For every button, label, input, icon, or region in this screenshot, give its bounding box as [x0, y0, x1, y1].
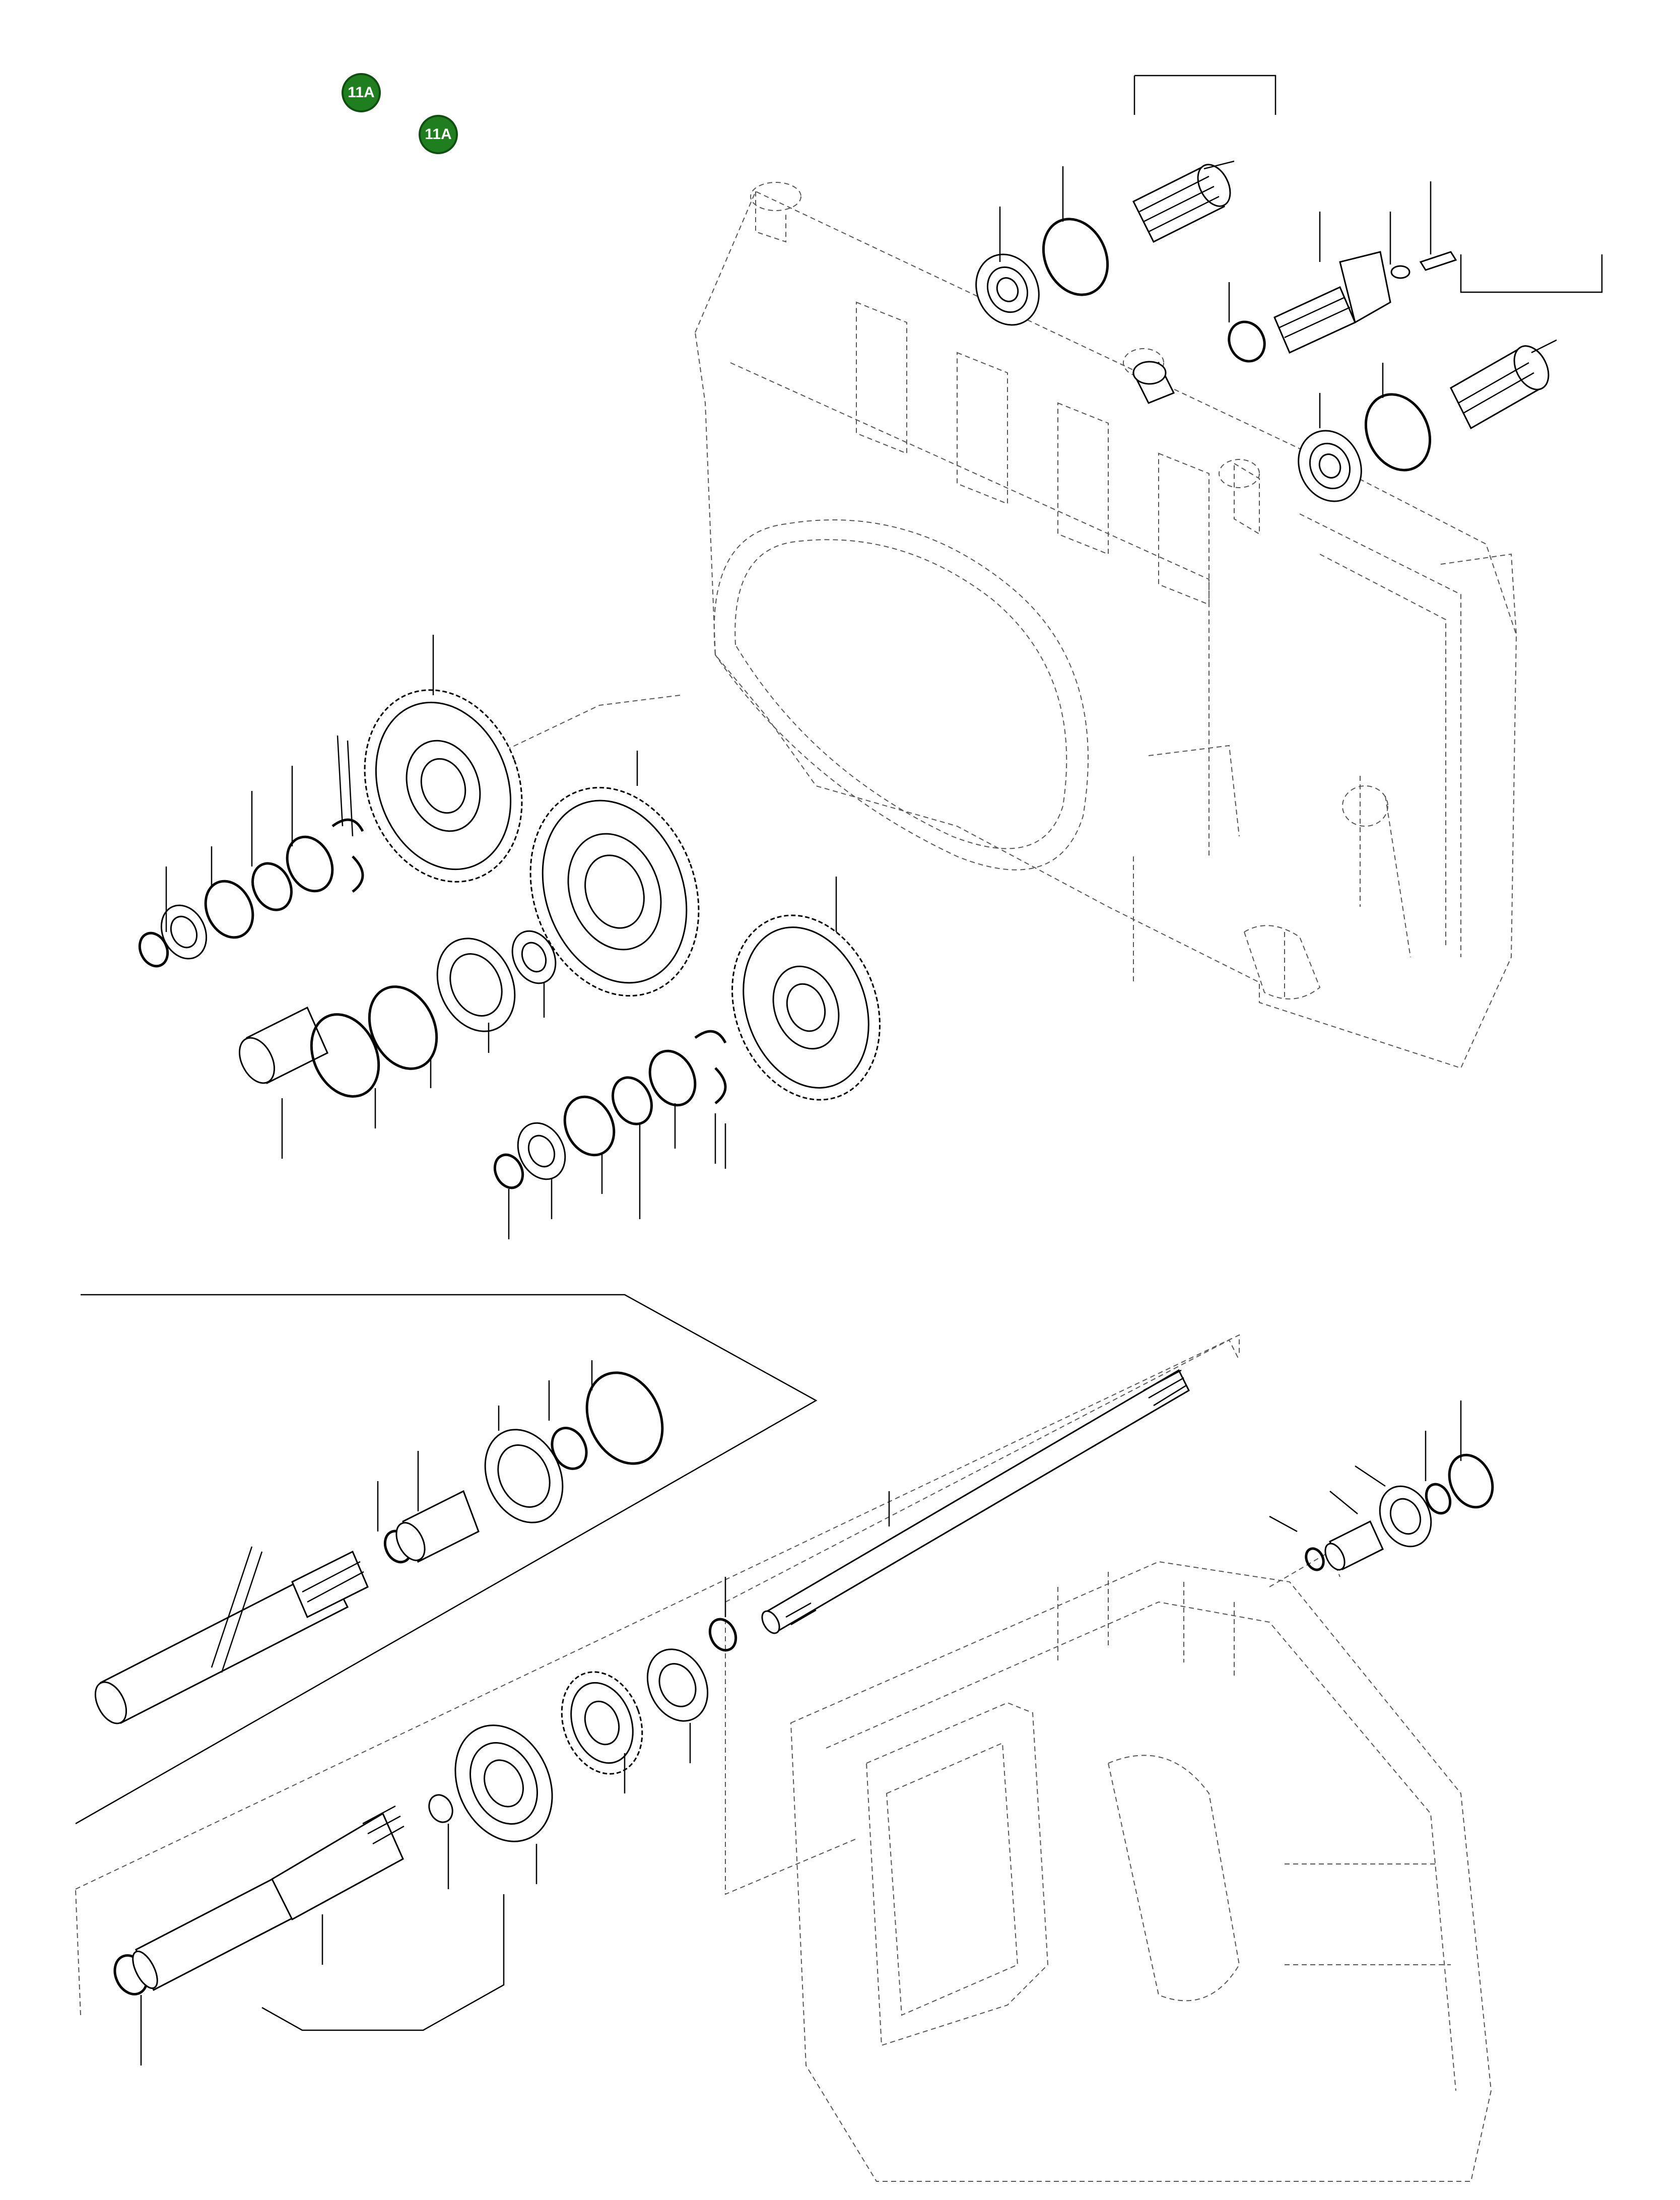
- leader-lines: [140, 160, 1557, 2065]
- gear-cluster: [364, 689, 881, 1101]
- middle-stack: [239, 930, 557, 1098]
- upper-left-stack: [138, 818, 364, 968]
- lower-left-shaft: [94, 1371, 664, 1724]
- group-brackets: [75, 75, 1603, 2031]
- lower-housing: [725, 1339, 1492, 2182]
- lower-middle-stack: [493, 1030, 727, 1189]
- upper-housing: [493, 182, 1517, 1069]
- callout-badge-11a-secondary[interactable]: 11A: [419, 115, 458, 154]
- center-shaft: [761, 1369, 1190, 1634]
- lower-output-shaft: [113, 1618, 737, 1995]
- callout-badge-11a[interactable]: 11A: [342, 73, 381, 112]
- upper-right-parts: [975, 164, 1550, 502]
- right-small-parts: [1305, 1453, 1494, 1571]
